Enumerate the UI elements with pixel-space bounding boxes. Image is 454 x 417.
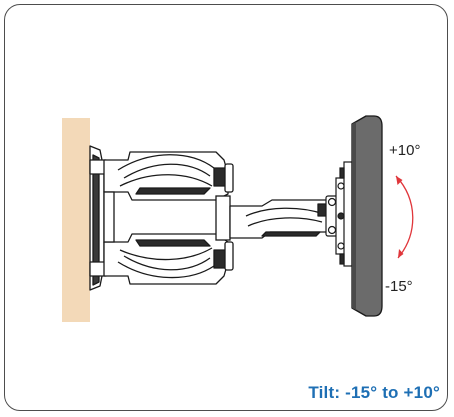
- lower-arm: [103, 233, 234, 285]
- tv-side-view: [351, 115, 383, 317]
- tilt-up-label: +10°: [389, 142, 421, 159]
- wall: [62, 118, 90, 322]
- tilt-bracket: [325, 161, 353, 267]
- tilt-range-caption: Tilt: -15° to +10°: [308, 383, 440, 402]
- arm-connector: [103, 191, 231, 243]
- wall-plate: [89, 145, 107, 291]
- tilt-down-label: -15°: [385, 278, 413, 295]
- extension-arm: [229, 199, 335, 239]
- tilt-arrow: [395, 175, 414, 259]
- upper-arm: [103, 151, 234, 201]
